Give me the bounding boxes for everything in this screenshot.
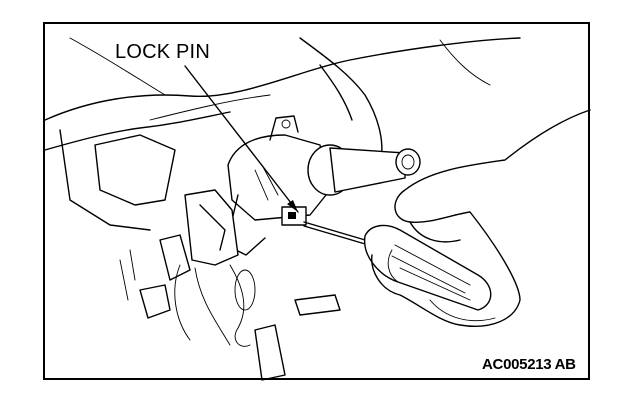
lock-pin-callout: LOCK PIN <box>115 41 210 63</box>
leader-arrowhead <box>287 200 298 212</box>
screwdriver <box>303 221 492 311</box>
dashboard <box>44 37 521 231</box>
figure-id-label: AC005213 AB <box>482 356 576 373</box>
hand <box>371 109 591 327</box>
steering-column <box>225 115 421 256</box>
wiring-harness <box>119 249 341 381</box>
leader-line <box>184 65 299 213</box>
switch-assembly <box>139 189 307 319</box>
